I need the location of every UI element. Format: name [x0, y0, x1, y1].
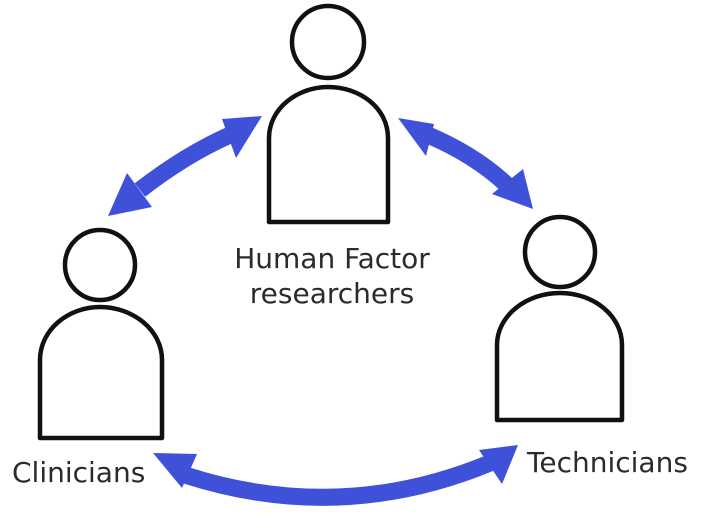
- label-human-factor-line2: researchers: [250, 277, 414, 310]
- label-human-factor-line1: Human Factor: [234, 242, 430, 275]
- person-head: [62, 227, 138, 303]
- person-head: [522, 214, 598, 290]
- arrow-clinicians-researchers: [108, 116, 262, 216]
- arrow-clinicians-technicians: [153, 445, 518, 506]
- arrow-shaft: [134, 127, 234, 197]
- person-icon-clinicians: [37, 227, 165, 441]
- arrowhead: [222, 116, 262, 158]
- arrowhead: [153, 453, 197, 488]
- arrow-shaft: [182, 455, 494, 506]
- label-technicians: Technicians: [526, 446, 688, 479]
- person-body: [494, 290, 625, 423]
- arrowhead: [479, 445, 518, 484]
- arrowhead: [108, 173, 152, 216]
- person-body: [37, 304, 165, 441]
- arrow-researchers-technicians: [398, 118, 533, 209]
- person-body: [266, 84, 391, 225]
- person-icon-technicians: [494, 214, 625, 423]
- label-clinicians: Clinicians: [12, 456, 145, 489]
- person-icon-human-factor-researchers: [266, 3, 391, 225]
- arrow-shaft: [424, 127, 513, 192]
- person-head: [289, 3, 367, 81]
- arrowhead: [398, 118, 434, 156]
- arrowhead: [492, 169, 533, 209]
